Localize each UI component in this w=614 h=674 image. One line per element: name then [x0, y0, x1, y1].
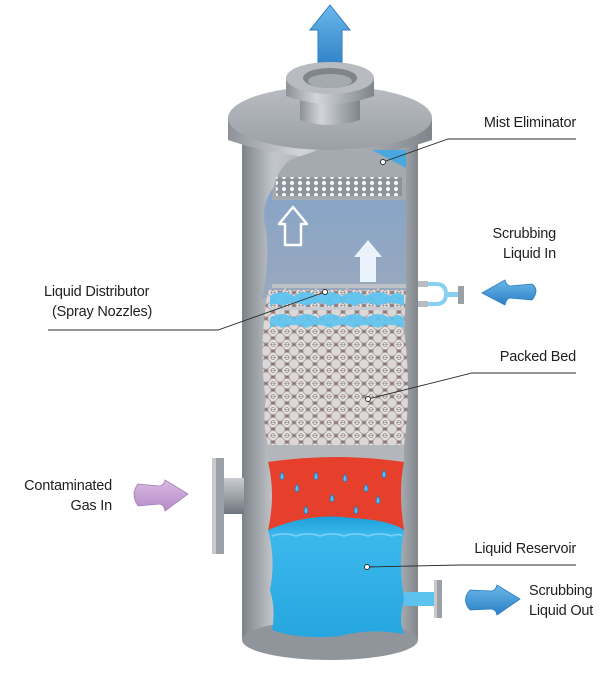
- liquid-inlet-nozzle: [418, 281, 464, 307]
- scrubbing-liquid-out-arrow: [465, 584, 521, 616]
- label-packed-bed: Packed Bed: [499, 349, 576, 365]
- distributor-plate: [270, 307, 404, 310]
- spray-foam-top: [270, 292, 404, 306]
- scrubbing-liquid-in-arrow: [481, 279, 537, 306]
- mist-eliminator-mesh: [276, 177, 402, 196]
- bed-support-ring: [268, 445, 404, 462]
- leader-liquid-distributor: [48, 291, 326, 331]
- label-contaminated-gas-in-line1: Contaminated: [24, 478, 112, 494]
- label-liquid-distributor-line1: Liquid Distributor: [44, 284, 150, 300]
- gas-flow-arrow-hollow: [277, 205, 309, 247]
- label-liquid-distributor-line2: (Spray Nozzles): [52, 304, 153, 320]
- contaminated-gas-in-arrow: [133, 479, 189, 512]
- label-scrubbing-liquid-in-line2: Liquid In: [502, 246, 556, 262]
- label-liquid-reservoir: Liquid Reservoir: [474, 541, 576, 557]
- gas-flow-arrow-filled: [354, 240, 382, 282]
- label-scrubbing-liquid-out-line2: Liquid Out: [529, 603, 594, 619]
- leader-dots: [322, 159, 386, 570]
- spray-foam-bottom: [270, 314, 404, 328]
- leader-lines: [48, 138, 576, 568]
- leader-liquid-reservoir: [366, 564, 576, 568]
- gas-inlet-zone: [268, 457, 404, 530]
- liquid-surface: [271, 533, 403, 537]
- label-mist-eliminator: Mist Eliminator: [483, 115, 576, 131]
- label-contaminated-gas-in-line2: Gas In: [70, 498, 112, 514]
- packed-bed: [262, 290, 408, 445]
- gas-inlet-nozzle: [212, 458, 244, 554]
- leader-mist-eliminator: [382, 138, 576, 163]
- top-cap: [228, 62, 432, 158]
- liquid-reservoir: [268, 516, 404, 638]
- label-scrubbing-liquid-in-line1: Scrubbing: [492, 226, 557, 242]
- gas-out-arrow: [308, 4, 352, 71]
- label-scrubbing-liquid-out-line1: Scrubbing: [529, 583, 593, 599]
- droplets: [279, 469, 387, 515]
- liquid-outlet-nozzle: [404, 580, 442, 618]
- leader-packed-bed: [367, 372, 576, 400]
